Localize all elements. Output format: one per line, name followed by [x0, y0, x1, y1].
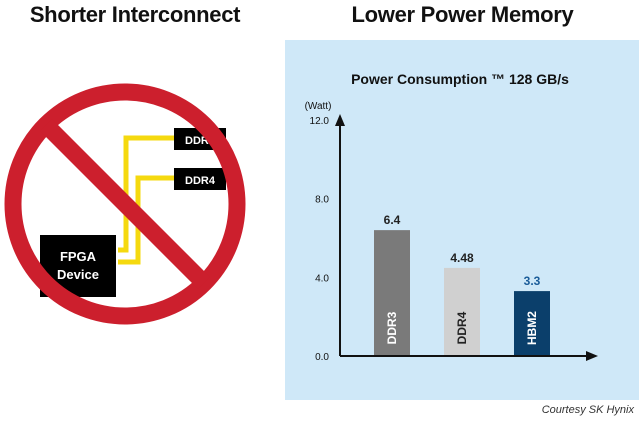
fpga-label-line1: FPGA: [60, 249, 97, 264]
value-label-hbm2: 3.3: [524, 274, 541, 288]
chart-title: Power Consumption ™ 128 GB/s: [351, 71, 569, 87]
credit-text: Courtesy SK Hynix: [541, 404, 634, 416]
value-label-ddr3: 6.4: [384, 213, 401, 227]
value-label-ddr4: 4.48: [450, 251, 474, 265]
y-tick-label: 8.0: [315, 195, 329, 206]
y-axis-arrow-icon: [335, 114, 345, 126]
bar-ddr3: [374, 230, 410, 356]
category-label-ddr4: DDR4: [455, 311, 469, 344]
category-label-ddr3: DDR3: [385, 311, 399, 344]
fpga-label-line2: Device: [57, 267, 99, 282]
ddr4-bottom-box: [174, 168, 226, 190]
power-chart: Power Consumption ™ 128 GB/s (Watt) 0.0 4…: [305, 71, 598, 363]
y-tick-label: 12.0: [310, 116, 330, 127]
x-axis-arrow-icon: [586, 351, 598, 361]
right-heading: Lower Power Memory: [351, 2, 574, 27]
left-heading: Shorter Interconnect: [29, 2, 241, 27]
y-tick-labels: 0.0 4.0 8.0 12.0: [310, 116, 330, 363]
category-label-hbm2: HBM2: [525, 311, 539, 345]
y-tick-label: 0.0: [315, 352, 329, 363]
no-sign-icon: [4, 83, 246, 325]
ddr4-bottom-label: DDR4: [185, 175, 216, 187]
bar-hbm2: [514, 291, 550, 356]
y-axis-label: (Watt): [305, 101, 332, 112]
bar-ddr4: [444, 267, 480, 356]
chart-panel: Power Consumption ™ 128 GB/s (Watt) 0.0 4…: [285, 40, 639, 400]
y-tick-label: 4.0: [315, 273, 329, 284]
interconnect-diagram: DDR4 DDR4 FPGA Device: [4, 83, 246, 325]
